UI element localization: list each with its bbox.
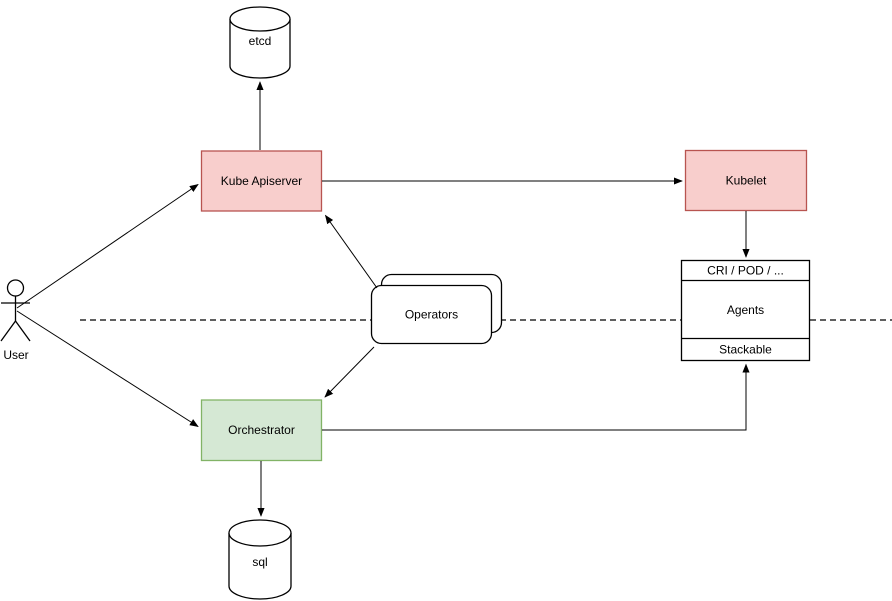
edge-user-to-orchestrator (16, 310, 199, 427)
edge-user-to-apiserver (16, 183, 199, 309)
etcd-database-node: etcd (229, 6, 291, 79)
kube-apiserver-label: Kube Apiserver (221, 174, 302, 188)
sql-label: sql (252, 555, 267, 569)
database-cylinder-top-icon (229, 6, 291, 32)
edge-operators-to-orchestrator (324, 346, 375, 398)
agents-stack-frame (680, 259, 811, 362)
database-cylinder-icon (229, 19, 291, 79)
operators-node: Operators (370, 273, 503, 345)
cri-pod-label: CRI / POD / ... (707, 264, 784, 278)
kubelet-node: Kubelet (684, 149, 808, 212)
edge-orchestrator-to-stackable (322, 363, 750, 431)
agents-label: Agents (727, 303, 764, 317)
edge-operators-to-apiserver (324, 214, 378, 289)
operators-front-card (370, 284, 493, 345)
agents-stack-node: CRI / POD / ... Agents Stackable (680, 259, 811, 362)
user-actor-icon (0, 279, 31, 342)
user-actor-node: User (0, 279, 31, 362)
database-cylinder-icon (228, 533, 292, 600)
stackable-label: Stackable (719, 343, 772, 357)
sql-database-node: sql (228, 519, 292, 600)
etcd-label: etcd (249, 34, 272, 48)
operators-label: Operators (405, 308, 458, 322)
orchestrator-node: Orchestrator (200, 399, 323, 462)
orchestrator-label: Orchestrator (228, 423, 295, 437)
kube-apiserver-node: Kube Apiserver (200, 150, 323, 212)
kubelet-label: Kubelet (726, 174, 767, 188)
database-cylinder-top-icon (228, 519, 292, 547)
user-label: User (3, 348, 28, 362)
